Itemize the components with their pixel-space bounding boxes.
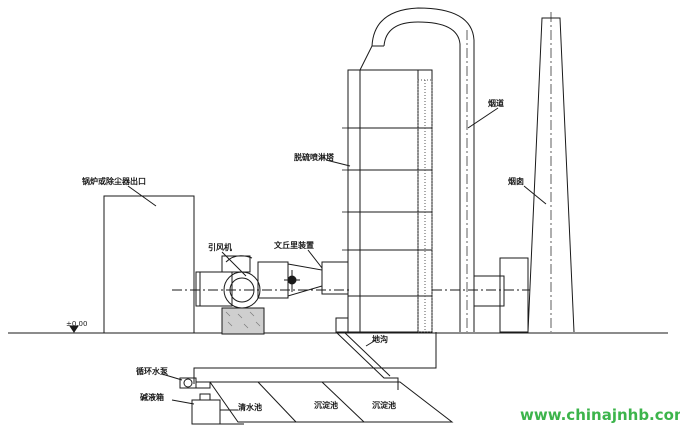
leader-tank — [171, 399, 195, 405]
pool-system — [209, 381, 454, 423]
label-boiler-outlet: 锅炉或除尘器出口 — [81, 176, 146, 186]
label-ground-level: ±0.00 — [66, 320, 87, 328]
label-chimney: 烟囱 — [508, 176, 524, 186]
circulation-pump — [179, 377, 211, 389]
alkali-tank — [191, 393, 244, 425]
label-settling-pool-2: 沉淀池 — [372, 400, 396, 410]
circulation-pipe — [193, 332, 437, 384]
leader-venturi — [307, 249, 323, 269]
fan-outlet-duct — [257, 261, 289, 299]
leader-boiler — [127, 185, 157, 207]
label-venturi: 文丘里装置 — [274, 240, 314, 250]
label-flue: 烟道 — [488, 98, 504, 108]
leader-trench — [365, 339, 377, 347]
label-circulation-pump: 循环水泵 — [135, 366, 168, 376]
induced-fan — [221, 255, 265, 335]
label-settling-pool-1: 沉淀池 — [314, 400, 338, 410]
leader-fan — [221, 251, 247, 277]
label-induced-fan: 引风机 — [208, 242, 232, 252]
label-alkali-tank: 碱液箱 — [140, 392, 164, 402]
trench-line — [335, 331, 399, 390]
ground-level-marker — [69, 325, 79, 333]
inlet-duct — [195, 271, 233, 307]
label-desulfurization-tower: 脱硫喷淋塔 — [294, 152, 335, 162]
leader-pump — [161, 373, 183, 381]
flue-connector — [499, 257, 529, 333]
label-trench: 地沟 — [372, 334, 388, 344]
leader-flue — [467, 107, 499, 129]
label-clear-pool: 清水池 — [238, 402, 262, 412]
leader-chimney — [523, 185, 547, 205]
chimney — [527, 12, 575, 333]
flue-duct — [371, 7, 475, 332]
watermark: www.chinajnhb.com — [520, 406, 680, 424]
flue-stub — [473, 275, 505, 307]
venturi-device — [284, 261, 349, 297]
desulfurization-tower — [335, 45, 433, 333]
boiler-box — [103, 195, 195, 334]
leader-tower — [325, 159, 351, 167]
